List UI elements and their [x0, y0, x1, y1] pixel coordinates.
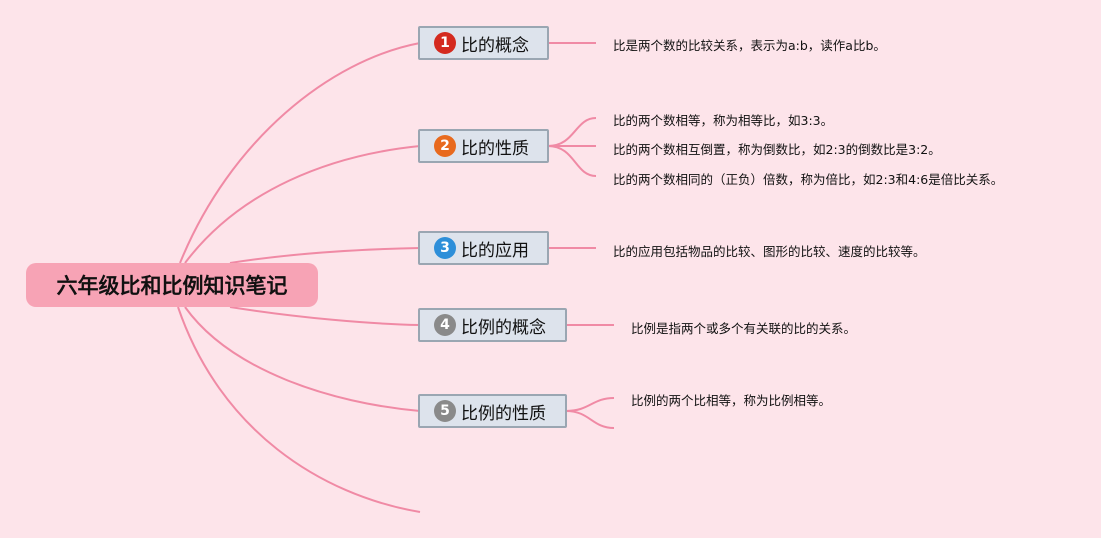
topic-3-note-1[interactable]: 比的应用包括物品的比较、图形的比较、速度的比较等。 [613, 244, 926, 259]
topic-5-label: 比例的性质 [461, 403, 546, 424]
connector-topic-5-note-1 [565, 397, 615, 412]
topic-2-label: 比的性质 [461, 138, 529, 159]
topic-1-label: 比的概念 [461, 35, 529, 56]
connector-topic-2-note-1 [547, 117, 597, 147]
number-3-badge-icon: 3 [434, 237, 456, 259]
number-2-badge-icon: 2 [434, 135, 456, 157]
topic-4-label: 比例的概念 [461, 317, 546, 338]
number-5-badge-icon: 5 [434, 400, 456, 422]
connector-topic-5-note-2 [565, 410, 615, 429]
topic-2-node[interactable]: 2 比的性质 [418, 129, 549, 163]
topic-4-note-1[interactable]: 比例是指两个或多个有关联的比的关系。 [631, 321, 857, 336]
connector-root-topic-5 [184, 306, 421, 412]
connector-root-topic-1 [179, 42, 421, 264]
connector-root-empty [177, 306, 421, 513]
number-4-badge-icon: 4 [434, 314, 456, 336]
topic-2-note-2[interactable]: 比的两个数相互倒置，称为倒数比，如2:3的倒数比是3:2。 [613, 142, 941, 157]
connector-root-topic-2 [184, 145, 421, 264]
topic-5-node[interactable]: 5 比例的性质 [418, 394, 567, 428]
topic-1-node[interactable]: 1 比的概念 [418, 26, 549, 60]
topic-3-node[interactable]: 3 比的应用 [418, 231, 549, 265]
topic-3-label: 比的应用 [461, 240, 529, 261]
topic-2-note-3[interactable]: 比的两个数相同的（正负）倍数，称为倍比，如2:3和4:6是倍比关系。 [613, 172, 1004, 187]
connector-root-topic-4 [229, 306, 421, 326]
topic-5-note-1[interactable]: 比例的两个比相等，称为比例相等。 [631, 393, 832, 408]
topic-2-note-1[interactable]: 比的两个数相等，称为相等比，如3:3。 [613, 113, 834, 128]
root-node[interactable]: 六年级比和比例知识笔记 [26, 263, 318, 307]
number-1-badge-icon: 1 [434, 32, 456, 54]
connector-topic-2-note-3 [547, 145, 597, 177]
root-label: 六年级比和比例知识笔记 [56, 274, 288, 298]
connector-root-topic-3 [229, 247, 421, 264]
topic-4-node[interactable]: 4 比例的概念 [418, 308, 567, 342]
topic-1-note-1[interactable]: 比是两个数的比较关系，表示为a:b，读作a比b。 [613, 38, 886, 53]
